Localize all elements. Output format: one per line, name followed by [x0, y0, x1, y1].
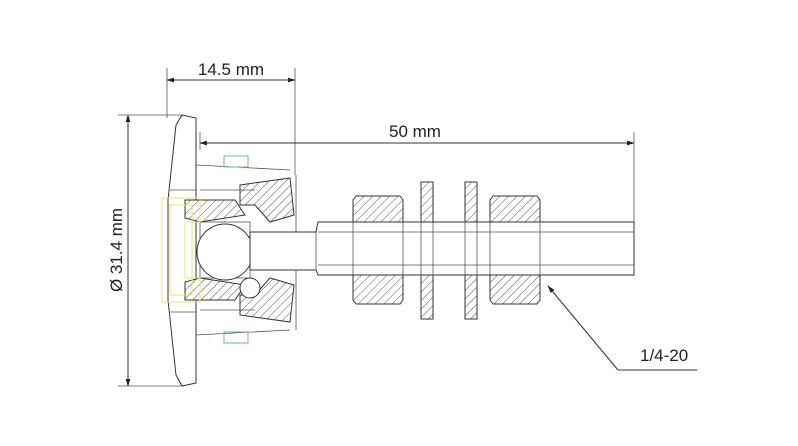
washer-right-bottom — [464, 274, 478, 320]
dimension-diameter: Ø 31.4 mm — [107, 114, 182, 387]
dimension-width: 14.5 mm — [166, 60, 296, 175]
o-ring-top — [223, 155, 249, 168]
washer-left-top — [420, 181, 434, 223]
width-dimension-label: 14.5 mm — [198, 60, 264, 79]
yellow-sleeve — [161, 197, 201, 303]
washer-right-top — [464, 181, 478, 223]
length-dimension-label: 50 mm — [389, 122, 441, 141]
o-ring-bottom — [223, 331, 249, 344]
nut-left — [352, 195, 404, 305]
thread-callout-label: 1/4-20 — [640, 346, 688, 365]
nut-right — [489, 195, 541, 305]
ball — [196, 223, 254, 281]
washer-left-bottom — [420, 274, 434, 320]
thread-callout: 1/4-20 — [547, 285, 697, 371]
small-ball — [239, 277, 261, 299]
diameter-dimension-label: Ø 31.4 mm — [107, 208, 126, 292]
shaft — [249, 221, 635, 276]
dimension-length: 50 mm — [199, 122, 635, 222]
yellow-inner — [169, 204, 193, 296]
